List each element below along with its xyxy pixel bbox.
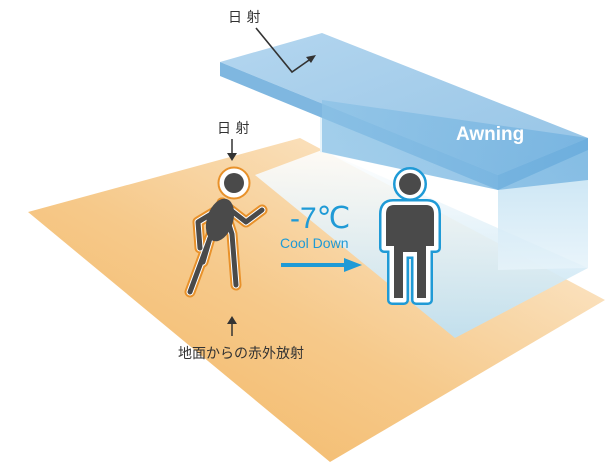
- ground-plane: [28, 138, 605, 462]
- ground-radiation-label: 地面からの赤外放射: [178, 346, 304, 362]
- ground-radiation-arrowhead: [227, 316, 237, 324]
- sunlight-label-person: 日 射: [217, 121, 249, 137]
- awning-label-band: [322, 100, 588, 190]
- temperature-drop-label: -7℃: [290, 202, 350, 235]
- walking-person-icon: [184, 166, 268, 298]
- sunlight-label-top: 日 射: [228, 10, 260, 26]
- reflected-sunlight-arrow: [255, 27, 313, 74]
- standing-person-icon: [379, 167, 441, 305]
- awning-label: Awning: [456, 124, 524, 145]
- sunlight-arrowhead: [227, 153, 237, 161]
- cool-down-arrowhead: [344, 258, 362, 272]
- cool-down-label: Cool Down: [280, 235, 348, 251]
- reflected-sunlight-arrowhead: [306, 55, 316, 63]
